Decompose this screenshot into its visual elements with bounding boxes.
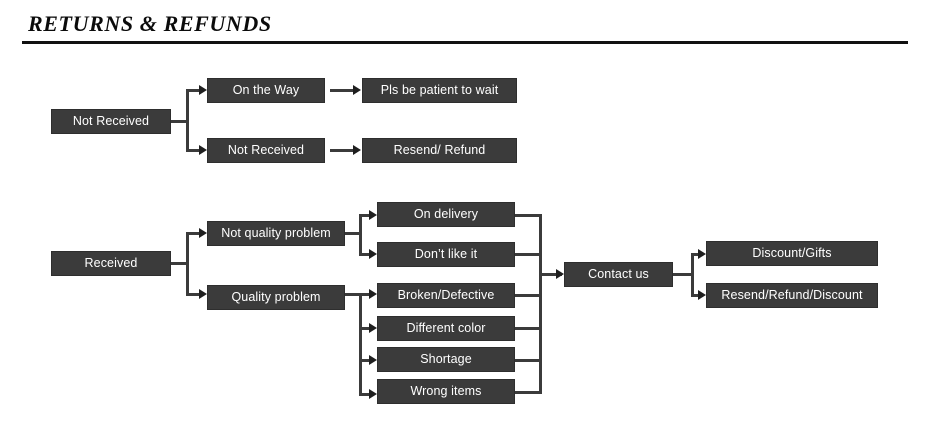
arrowhead-to-quality-problem <box>199 289 207 299</box>
returns-flowchart: Not Received On the Way Not Received Pls… <box>0 46 930 432</box>
connector-to-discount-gifts <box>691 253 703 256</box>
arrowhead-to-different-color <box>369 323 377 333</box>
arrowhead-to-contact-us <box>556 269 564 279</box>
connector-reasons-merge-bus <box>539 214 542 394</box>
connector-received-stub <box>171 262 189 265</box>
connector-to-broken-defective <box>359 293 372 296</box>
connector-to-not-received-child <box>186 149 202 152</box>
arrowhead-to-dont-like-it <box>369 249 377 259</box>
arrowhead-to-wrong-items <box>369 389 377 399</box>
arrowhead-to-resend-refund <box>353 145 361 155</box>
node-dont-like-it[interactable]: Don’t like it <box>377 242 515 267</box>
node-different-color[interactable]: Different color <box>377 316 515 341</box>
connector-on-delivery-merge <box>515 214 542 217</box>
title-divider <box>22 41 908 44</box>
node-not-quality-problem[interactable]: Not quality problem <box>207 221 345 246</box>
connector-to-dont-like-it <box>359 253 372 256</box>
connector-broken-defective-merge <box>515 294 542 297</box>
connector-received-bus <box>186 232 189 296</box>
connector-not-quality-stub <box>345 232 362 235</box>
connector-different-color-merge <box>515 327 542 330</box>
connector-to-shortage <box>359 359 372 362</box>
node-contact-us[interactable]: Contact us <box>564 262 673 287</box>
connector-bus-to-contact-us <box>539 273 562 276</box>
connector-wrong-items-merge <box>515 391 542 394</box>
node-not-received-child[interactable]: Not Received <box>207 138 325 163</box>
arrowhead-to-on-the-way <box>199 85 207 95</box>
connector-to-on-delivery <box>359 214 372 217</box>
node-shortage[interactable]: Shortage <box>377 347 515 372</box>
connector-to-on-the-way <box>186 89 202 92</box>
arrowhead-to-pls-be-patient <box>353 85 361 95</box>
arrowhead-to-broken-defective <box>369 289 377 299</box>
page-title: RETURNS & REFUNDS <box>28 11 272 36</box>
connector-to-different-color <box>359 327 372 330</box>
node-resend-refund-discount[interactable]: Resend/Refund/Discount <box>706 283 878 308</box>
page-header: RETURNS & REFUNDS <box>0 0 930 46</box>
connector-to-resend-refund-discount <box>691 294 703 297</box>
arrowhead-to-discount-gifts <box>698 249 706 259</box>
arrowhead-to-resend-refund-discount <box>698 290 706 300</box>
connector-on-the-way-to-pls-be-patient <box>330 89 355 92</box>
connector-not-received-to-resend-refund <box>330 149 355 152</box>
connector-dont-like-it-merge <box>515 253 542 256</box>
connector-shortage-merge <box>515 359 542 362</box>
node-received-root[interactable]: Received <box>51 251 171 276</box>
node-wrong-items[interactable]: Wrong items <box>377 379 515 404</box>
connector-not-received-stub <box>171 120 189 123</box>
connector-to-wrong-items <box>359 393 372 396</box>
connector-not-received-bus <box>186 90 189 152</box>
node-discount-gifts[interactable]: Discount/Gifts <box>706 241 878 266</box>
node-broken-defective[interactable]: Broken/Defective <box>377 283 515 308</box>
arrowhead-to-not-quality-problem <box>199 228 207 238</box>
connector-contact-us-bus <box>691 253 694 297</box>
node-on-the-way[interactable]: On the Way <box>207 78 325 103</box>
connector-to-not-quality-problem <box>186 232 202 235</box>
connector-not-quality-bus <box>359 214 362 256</box>
connector-quality-stub <box>345 293 362 296</box>
node-quality-problem[interactable]: Quality problem <box>207 285 345 310</box>
node-pls-be-patient-to-wait[interactable]: Pls be patient to wait <box>362 78 517 103</box>
arrowhead-to-not-received-child <box>199 145 207 155</box>
arrowhead-to-shortage <box>369 355 377 365</box>
node-not-received-root[interactable]: Not Received <box>51 109 171 134</box>
connector-contact-us-stub <box>673 273 694 276</box>
node-on-delivery[interactable]: On delivery <box>377 202 515 227</box>
node-resend-refund[interactable]: Resend/ Refund <box>362 138 517 163</box>
connector-quality-bus <box>359 293 362 396</box>
connector-to-quality-problem <box>186 293 202 296</box>
arrowhead-to-on-delivery <box>369 210 377 220</box>
